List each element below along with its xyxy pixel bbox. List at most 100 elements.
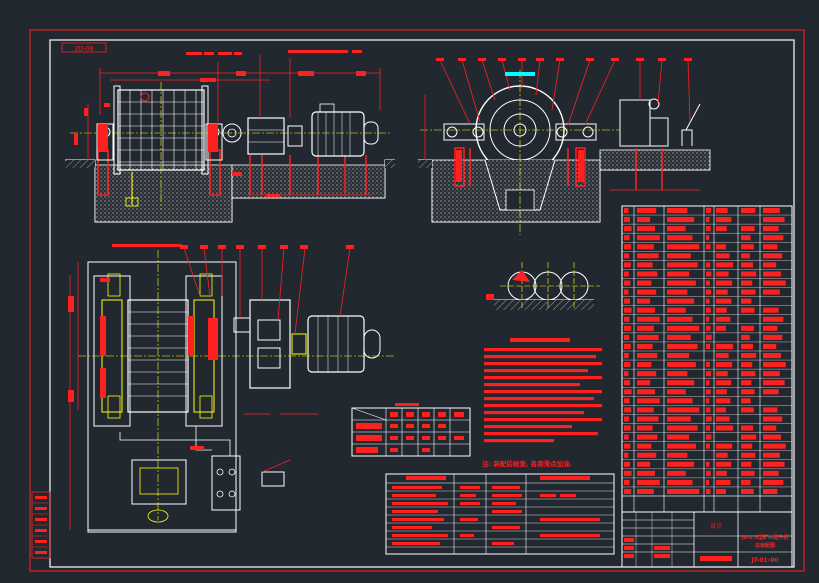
bom-cell-text bbox=[763, 307, 779, 313]
bom-cell-text bbox=[706, 434, 712, 440]
bom-cell-text bbox=[667, 262, 698, 268]
inner-border bbox=[49, 39, 795, 568]
bom-cell-text bbox=[637, 416, 659, 422]
bom-cell-text bbox=[716, 208, 728, 214]
bom-cell-text bbox=[716, 416, 730, 422]
bom-cell-text bbox=[637, 461, 651, 467]
bom-cell-text bbox=[637, 226, 655, 232]
bom-cell-text bbox=[716, 316, 731, 322]
bom-cell-text bbox=[706, 479, 710, 485]
bom-cell-text bbox=[624, 208, 629, 214]
bom-cell-text bbox=[763, 470, 779, 476]
bom-cell-text bbox=[763, 353, 781, 359]
bom-cell-text bbox=[716, 470, 727, 476]
bom-cell-text bbox=[763, 343, 777, 349]
bom-cell-text bbox=[637, 353, 658, 359]
bom-cell-text bbox=[667, 298, 695, 304]
detail-view bbox=[486, 262, 600, 310]
bom-cell-text bbox=[706, 208, 712, 214]
revision-column bbox=[31, 491, 51, 559]
technical-requirements bbox=[484, 338, 602, 443]
bom-cell-text bbox=[716, 280, 733, 286]
bom-cell-text bbox=[667, 434, 690, 440]
bom-cell-text bbox=[716, 226, 727, 232]
bom-cell-text bbox=[667, 217, 695, 223]
bom-cell-text bbox=[716, 262, 734, 268]
bom-cell-text bbox=[624, 353, 629, 359]
title-block-label: 设计 bbox=[710, 522, 722, 530]
bom-cell-text bbox=[667, 371, 688, 377]
bom-cell-text bbox=[624, 253, 630, 259]
bom-cell-text bbox=[637, 398, 660, 404]
bom-cell-text bbox=[716, 343, 734, 349]
title-row-2: JK-2.5型矿井提升机 bbox=[741, 534, 788, 541]
bom-cell-text bbox=[624, 434, 629, 440]
bom-cell-text bbox=[706, 461, 710, 467]
plan-view bbox=[68, 244, 395, 533]
bom-cell-text bbox=[763, 371, 780, 377]
bom-cell-text bbox=[667, 208, 688, 214]
bom-cell-text bbox=[741, 343, 753, 349]
drawing-tag-label: ZD-08 bbox=[75, 46, 94, 53]
bom-cell-text bbox=[624, 461, 630, 467]
bom-cell-text bbox=[741, 262, 753, 268]
bom-cell-text bbox=[667, 416, 691, 422]
bom-cell-text bbox=[667, 380, 695, 386]
bom-cell-text bbox=[716, 244, 726, 250]
bom-cell-text bbox=[637, 253, 659, 259]
bom-cell-text bbox=[624, 235, 630, 241]
bom-cell-text bbox=[741, 325, 754, 331]
bom-cell-text bbox=[637, 325, 654, 331]
bom-cell-text bbox=[716, 289, 728, 295]
bom-cell-text bbox=[706, 389, 711, 395]
bom-cell-text bbox=[716, 325, 726, 331]
bom-cell-text bbox=[741, 298, 752, 304]
bom-cell-text bbox=[667, 271, 690, 277]
bom-cell-text bbox=[637, 334, 659, 340]
bom-cell-text bbox=[741, 371, 756, 377]
bom-cell-text bbox=[637, 208, 657, 214]
bom-cell-text bbox=[624, 334, 630, 340]
bom-cell-text bbox=[624, 244, 632, 250]
bom-cell-text bbox=[716, 298, 732, 304]
bom-cell-text bbox=[637, 371, 657, 377]
bom-cell-text bbox=[741, 380, 752, 386]
bom-cell-text bbox=[763, 280, 786, 286]
bom-cell-text bbox=[716, 398, 731, 404]
bom-cell-text bbox=[637, 307, 655, 313]
bom-cell-text bbox=[667, 244, 700, 250]
bom-cell-text bbox=[637, 280, 652, 286]
bom-cell-text bbox=[637, 443, 652, 449]
bom-cell-text bbox=[706, 416, 712, 422]
bom-cell-text bbox=[624, 443, 631, 449]
bom-cell-text bbox=[637, 316, 660, 322]
bom-cell-text bbox=[624, 407, 632, 413]
bom-cell-text bbox=[667, 253, 691, 259]
bom-cell-text bbox=[741, 280, 753, 286]
bom-cell-text bbox=[667, 334, 691, 340]
bom-cell-text bbox=[741, 271, 757, 277]
bom-cell-text bbox=[637, 235, 660, 241]
bom-cell-text bbox=[624, 488, 632, 494]
bom-cell-text bbox=[637, 262, 653, 268]
bom-cell-text bbox=[667, 398, 693, 404]
bom-cell-text bbox=[741, 307, 755, 313]
bom-cell-text bbox=[716, 362, 733, 368]
bom-cell-text bbox=[763, 479, 784, 485]
bom-cell-text bbox=[624, 398, 630, 404]
bom-cell-text bbox=[624, 307, 632, 313]
bom-cell-text bbox=[667, 325, 700, 331]
bom-cell-text bbox=[706, 407, 711, 413]
bom-cell-text bbox=[741, 470, 755, 476]
bom-cell-text bbox=[706, 343, 711, 349]
bom-cell-text bbox=[667, 452, 688, 458]
bom-cell-text bbox=[706, 262, 711, 268]
bom-cell-text bbox=[624, 298, 630, 304]
bom-cell-text bbox=[706, 371, 712, 377]
bom-cell-text bbox=[763, 443, 786, 449]
bom-cell-text bbox=[763, 289, 780, 295]
bom-cell-text bbox=[706, 271, 712, 277]
bom-cell-text bbox=[637, 217, 651, 223]
bom-cell-text bbox=[637, 362, 652, 368]
bom-cell-text bbox=[763, 461, 785, 467]
